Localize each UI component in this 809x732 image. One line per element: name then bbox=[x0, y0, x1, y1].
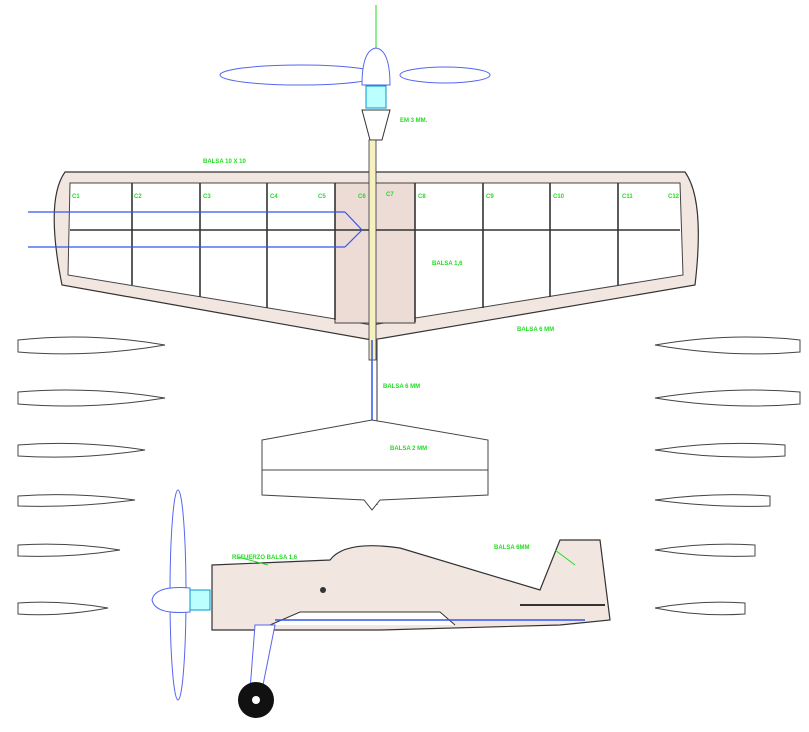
horizontal-stabilizer bbox=[261, 419, 489, 511]
rib-label: C8 bbox=[418, 194, 426, 200]
motor-mount bbox=[361, 109, 391, 141]
rib-label: C9 bbox=[486, 194, 494, 200]
wing-top-view bbox=[28, 139, 699, 505]
rib-label: C2 bbox=[134, 194, 142, 200]
rib-label: C1 bbox=[72, 194, 80, 200]
label-fuselage-stick: BALSA 6 MM bbox=[383, 384, 420, 390]
label-center-sheet: BALSA 1,6 bbox=[432, 261, 463, 267]
rib-label: C5 bbox=[318, 194, 326, 200]
label-leading-edge: BALSA 10 X 10 bbox=[203, 159, 246, 165]
rib-label: C10 bbox=[553, 194, 565, 200]
label-fin: BALSA 6MM bbox=[494, 545, 529, 551]
label-trailing-edge: BALSA 6 MM bbox=[517, 327, 554, 333]
rib-label: C12 bbox=[668, 194, 680, 200]
rib-label: C4 bbox=[270, 194, 278, 200]
rib-label: C6 bbox=[358, 194, 366, 200]
label-stabilizer: BALSA 2 MM bbox=[390, 446, 427, 452]
rib-label: C11 bbox=[622, 194, 633, 200]
label-reinforcement: REFUERZO BALSA 1,6 bbox=[232, 555, 298, 561]
rib-label: C7 bbox=[386, 192, 394, 198]
rib-label: C3 bbox=[203, 194, 211, 200]
control-wires bbox=[28, 211, 363, 248]
fuselage-side-view bbox=[151, 489, 611, 718]
loose-ribs bbox=[17, 336, 801, 616]
top-propeller bbox=[219, 5, 491, 141]
label-motor-mount: EM 3 MM. bbox=[400, 118, 428, 124]
